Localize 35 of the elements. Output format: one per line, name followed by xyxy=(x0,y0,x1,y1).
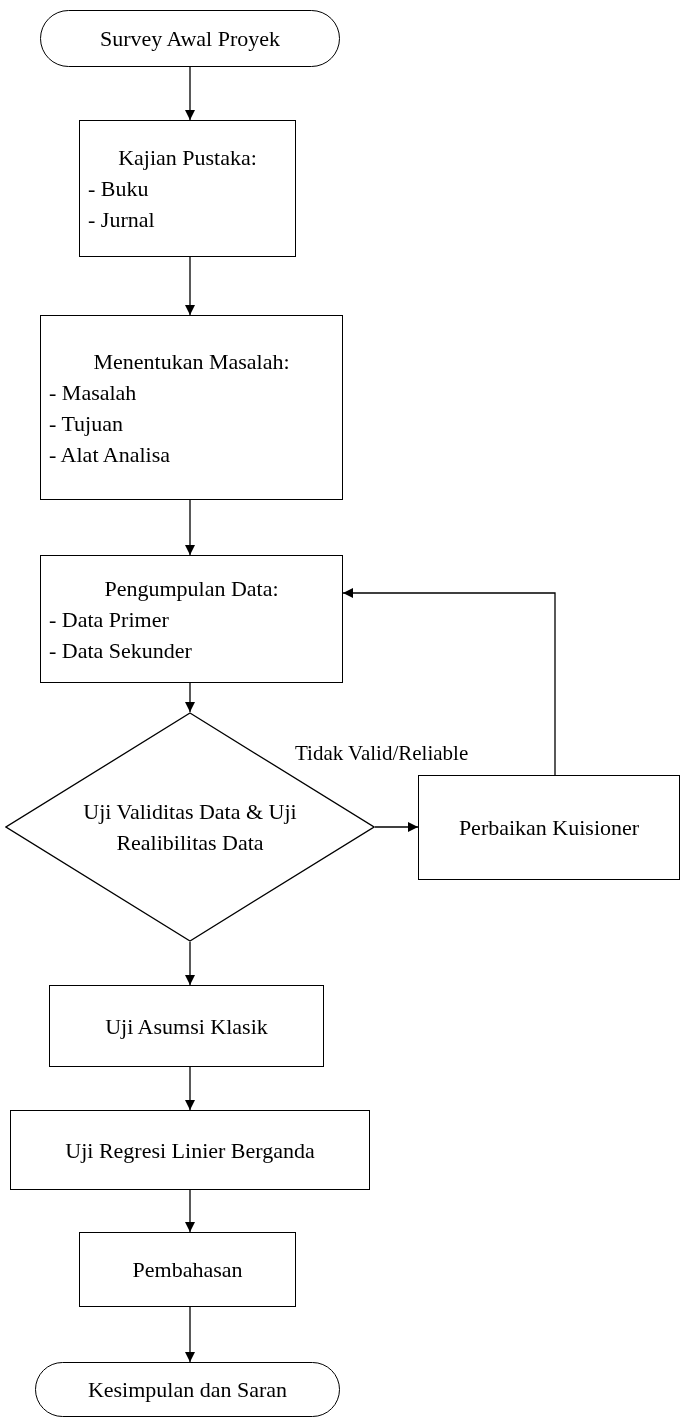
process-box xyxy=(10,1110,370,1190)
list-item: - Masalah xyxy=(48,378,137,407)
start-terminal xyxy=(40,10,340,67)
node-label: Pembahasan xyxy=(132,1256,243,1284)
box-heading: Kajian Pustaka: xyxy=(118,144,257,172)
list-item: - Jurnal xyxy=(87,206,155,234)
node-label: Uji Asumsi Klasik xyxy=(105,1012,268,1041)
arrow xyxy=(185,1189,195,1233)
box-heading: Pengumpulan Data: xyxy=(104,574,279,603)
node-label: Perbaikan Kuisioner xyxy=(458,814,640,842)
list-item: - Buku xyxy=(87,175,149,203)
process-box xyxy=(40,315,343,500)
process-box xyxy=(79,120,296,257)
box-heading: Menentukan Masalah: xyxy=(93,347,290,376)
node-label: Kesimpulan dan Saran xyxy=(87,1376,288,1404)
arrow xyxy=(185,1066,195,1111)
process-box xyxy=(418,775,680,880)
process-box xyxy=(49,985,324,1067)
node-label: Uji Regresi Linier Berganda xyxy=(65,1136,315,1165)
list-item: - Data Sekunder xyxy=(48,636,192,665)
arrow xyxy=(185,682,195,713)
list-item: - Data Primer xyxy=(48,605,169,634)
arrow xyxy=(185,941,195,986)
list-item: - Tujuan xyxy=(48,409,123,438)
list-item: - Alat Analisa xyxy=(48,440,170,469)
arrow xyxy=(342,588,556,776)
process-box xyxy=(79,1232,296,1307)
node-label: Uji Validitas Data & Uji Realibilitas Data xyxy=(82,798,298,857)
arrow xyxy=(185,1306,195,1363)
arrow xyxy=(185,66,195,121)
arrow xyxy=(185,499,195,556)
arrow xyxy=(185,256,195,316)
process-box xyxy=(40,555,343,683)
arrow xyxy=(374,822,419,832)
node-label: Survey Awal Proyek xyxy=(99,25,281,53)
